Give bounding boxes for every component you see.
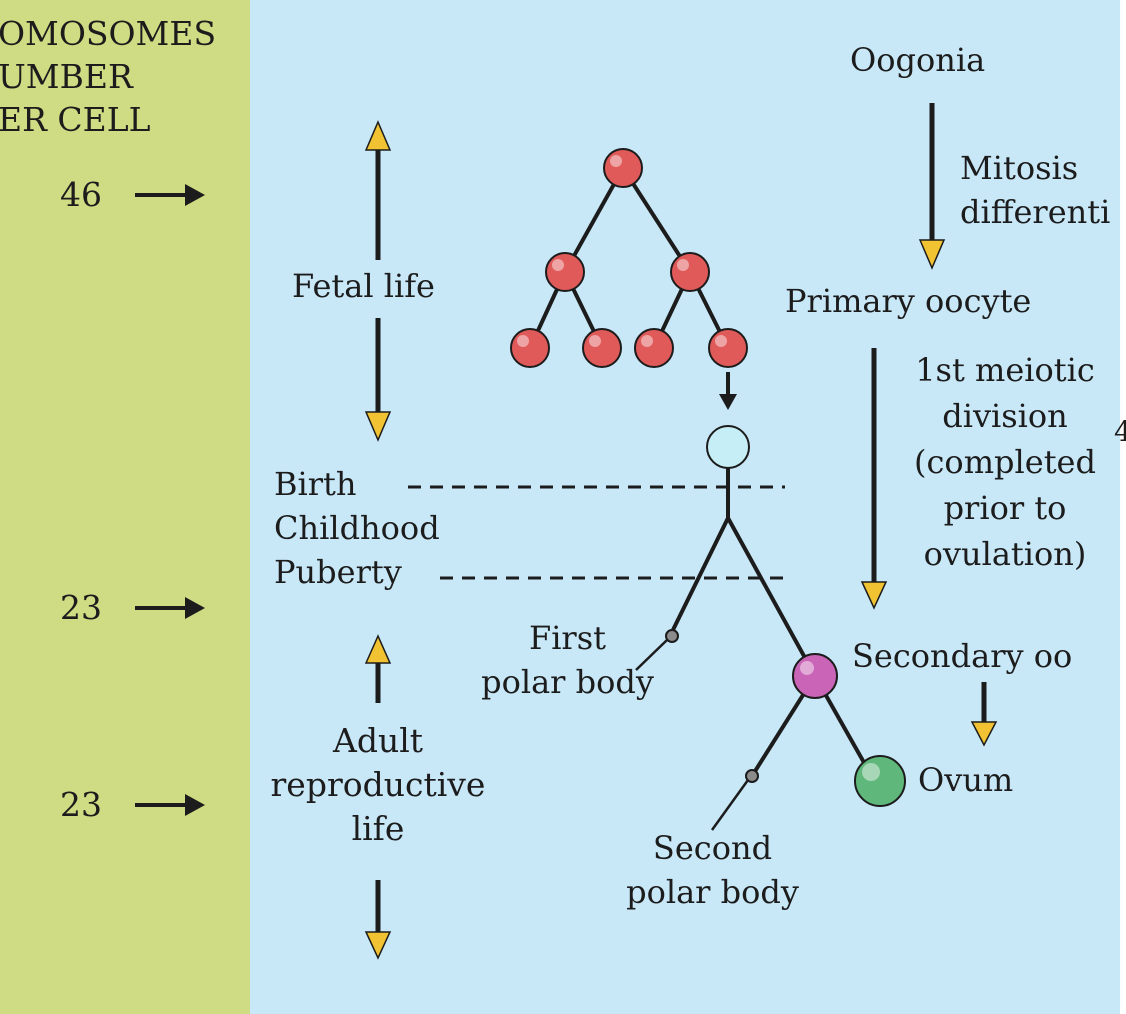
first-polar-body-label-line-2: polar body (455, 664, 680, 701)
adult-label-line-3: life (248, 810, 508, 849)
birth-label: Birth (274, 466, 357, 503)
meiosis-label-line-4: prior to (885, 490, 1125, 527)
chromosome-number-column (0, 0, 250, 1014)
chromosome-header-line-2: UMBER (0, 58, 133, 97)
chromosome-count-23-puberty: 23 (30, 589, 102, 628)
chromosome-header-line-3: ER CELL (0, 101, 151, 140)
first-polar-body-label-line-1: First (455, 620, 680, 657)
meiosis-label-line-5: ovulation) (885, 536, 1125, 573)
chromosome-header-line-1: OMOSOMES (0, 15, 216, 54)
second-polar-body-label-line-2: polar body (600, 874, 825, 911)
fetal-life-label: Fetal life (292, 268, 435, 305)
second-polar-body-label-line-1: Second (600, 830, 825, 867)
puberty-label: Puberty (274, 554, 402, 591)
adult-label-line-1: Adult (248, 722, 508, 761)
edge-fragment: 4 (1114, 416, 1126, 449)
adult-label-line-2: reproductive (248, 766, 508, 805)
mitosis-label-line-1: Mitosis (960, 150, 1078, 187)
oogonia-label: Oogonia (850, 42, 985, 79)
meiosis-label-line-2: division (885, 398, 1125, 435)
meiosis-label-line-1: 1st meiotic (885, 352, 1125, 389)
childhood-label: Childhood (274, 510, 440, 547)
primary-oocyte-label: Primary oocyte (785, 283, 1031, 320)
chromosome-count-46: 46 (30, 176, 102, 215)
mitosis-label-line-2: differenti (960, 194, 1110, 231)
secondary-oocyte-label: Secondary oo (852, 638, 1072, 675)
ovum-label: Ovum (918, 762, 1013, 799)
meiosis-label-line-3: (completed (885, 444, 1125, 481)
chromosome-count-23-adult: 23 (30, 786, 102, 825)
